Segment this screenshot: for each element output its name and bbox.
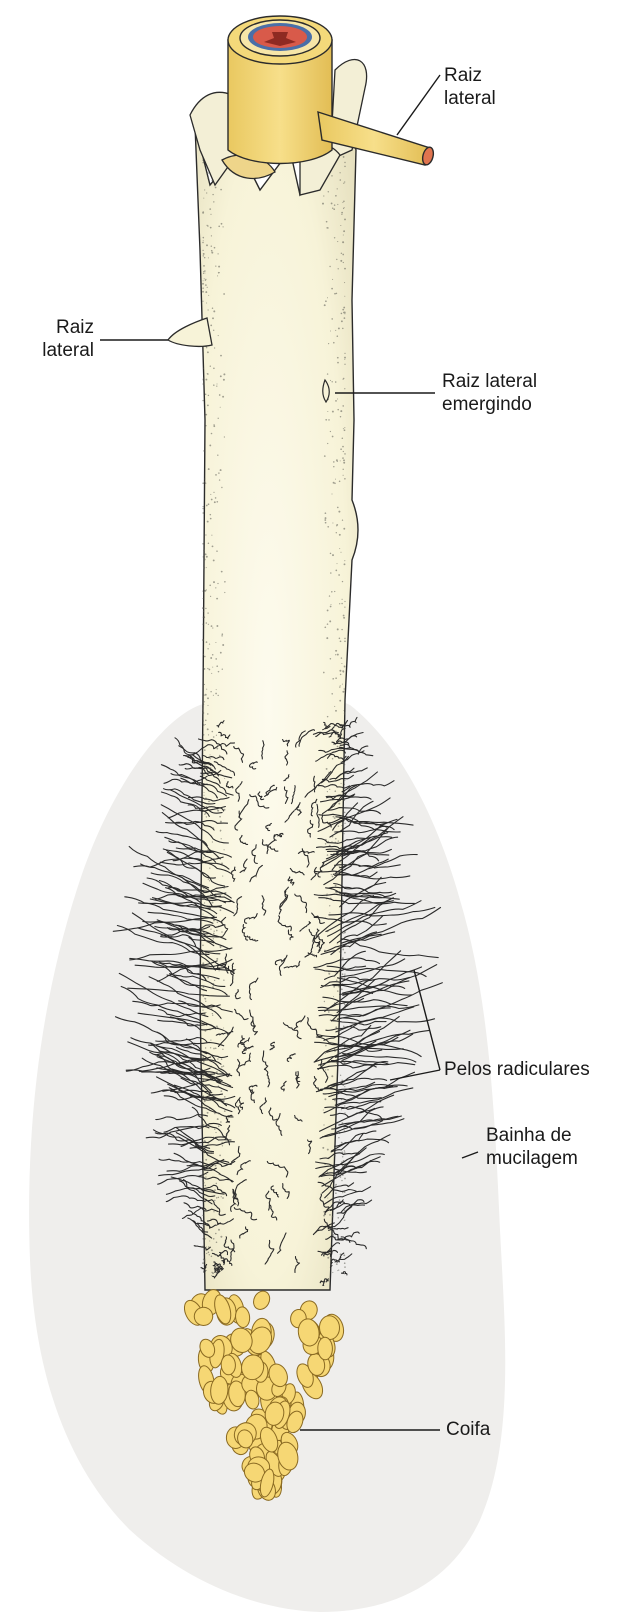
label-bainha-de-mucilagem: Bainha de mucilagem [486, 1124, 578, 1170]
label-coifa: Coifa [446, 1418, 490, 1441]
label-pelos-radiculares: Pelos radiculares [444, 1058, 590, 1081]
label-raiz-lateral-top-line2: lateral [444, 87, 496, 110]
label-raiz-lateral-emergindo: Raiz lateral emergindo [442, 370, 537, 416]
label-raiz-lateral-emergindo-line2: emergindo [442, 393, 537, 416]
stele-cylinder [228, 16, 332, 164]
label-raiz-lateral-left-line1: Raiz [30, 316, 94, 339]
label-raiz-lateral-left-line2: lateral [30, 339, 94, 362]
leader-raiz-lateral-top [397, 75, 440, 135]
label-coifa-text: Coifa [446, 1418, 490, 1441]
label-raiz-lateral-emergindo-line1: Raiz lateral [442, 370, 537, 393]
label-raiz-lateral-left: Raiz lateral [30, 316, 94, 362]
lateral-root-left [168, 318, 212, 346]
label-pelos-radiculares-text: Pelos radiculares [444, 1058, 590, 1081]
label-raiz-lateral-top: Raiz lateral [444, 64, 496, 110]
label-raiz-lateral-top-line1: Raiz [444, 64, 496, 87]
root-body [195, 120, 358, 1290]
label-bainha-line1: Bainha de [486, 1124, 578, 1147]
label-bainha-line2: mucilagem [486, 1147, 578, 1170]
